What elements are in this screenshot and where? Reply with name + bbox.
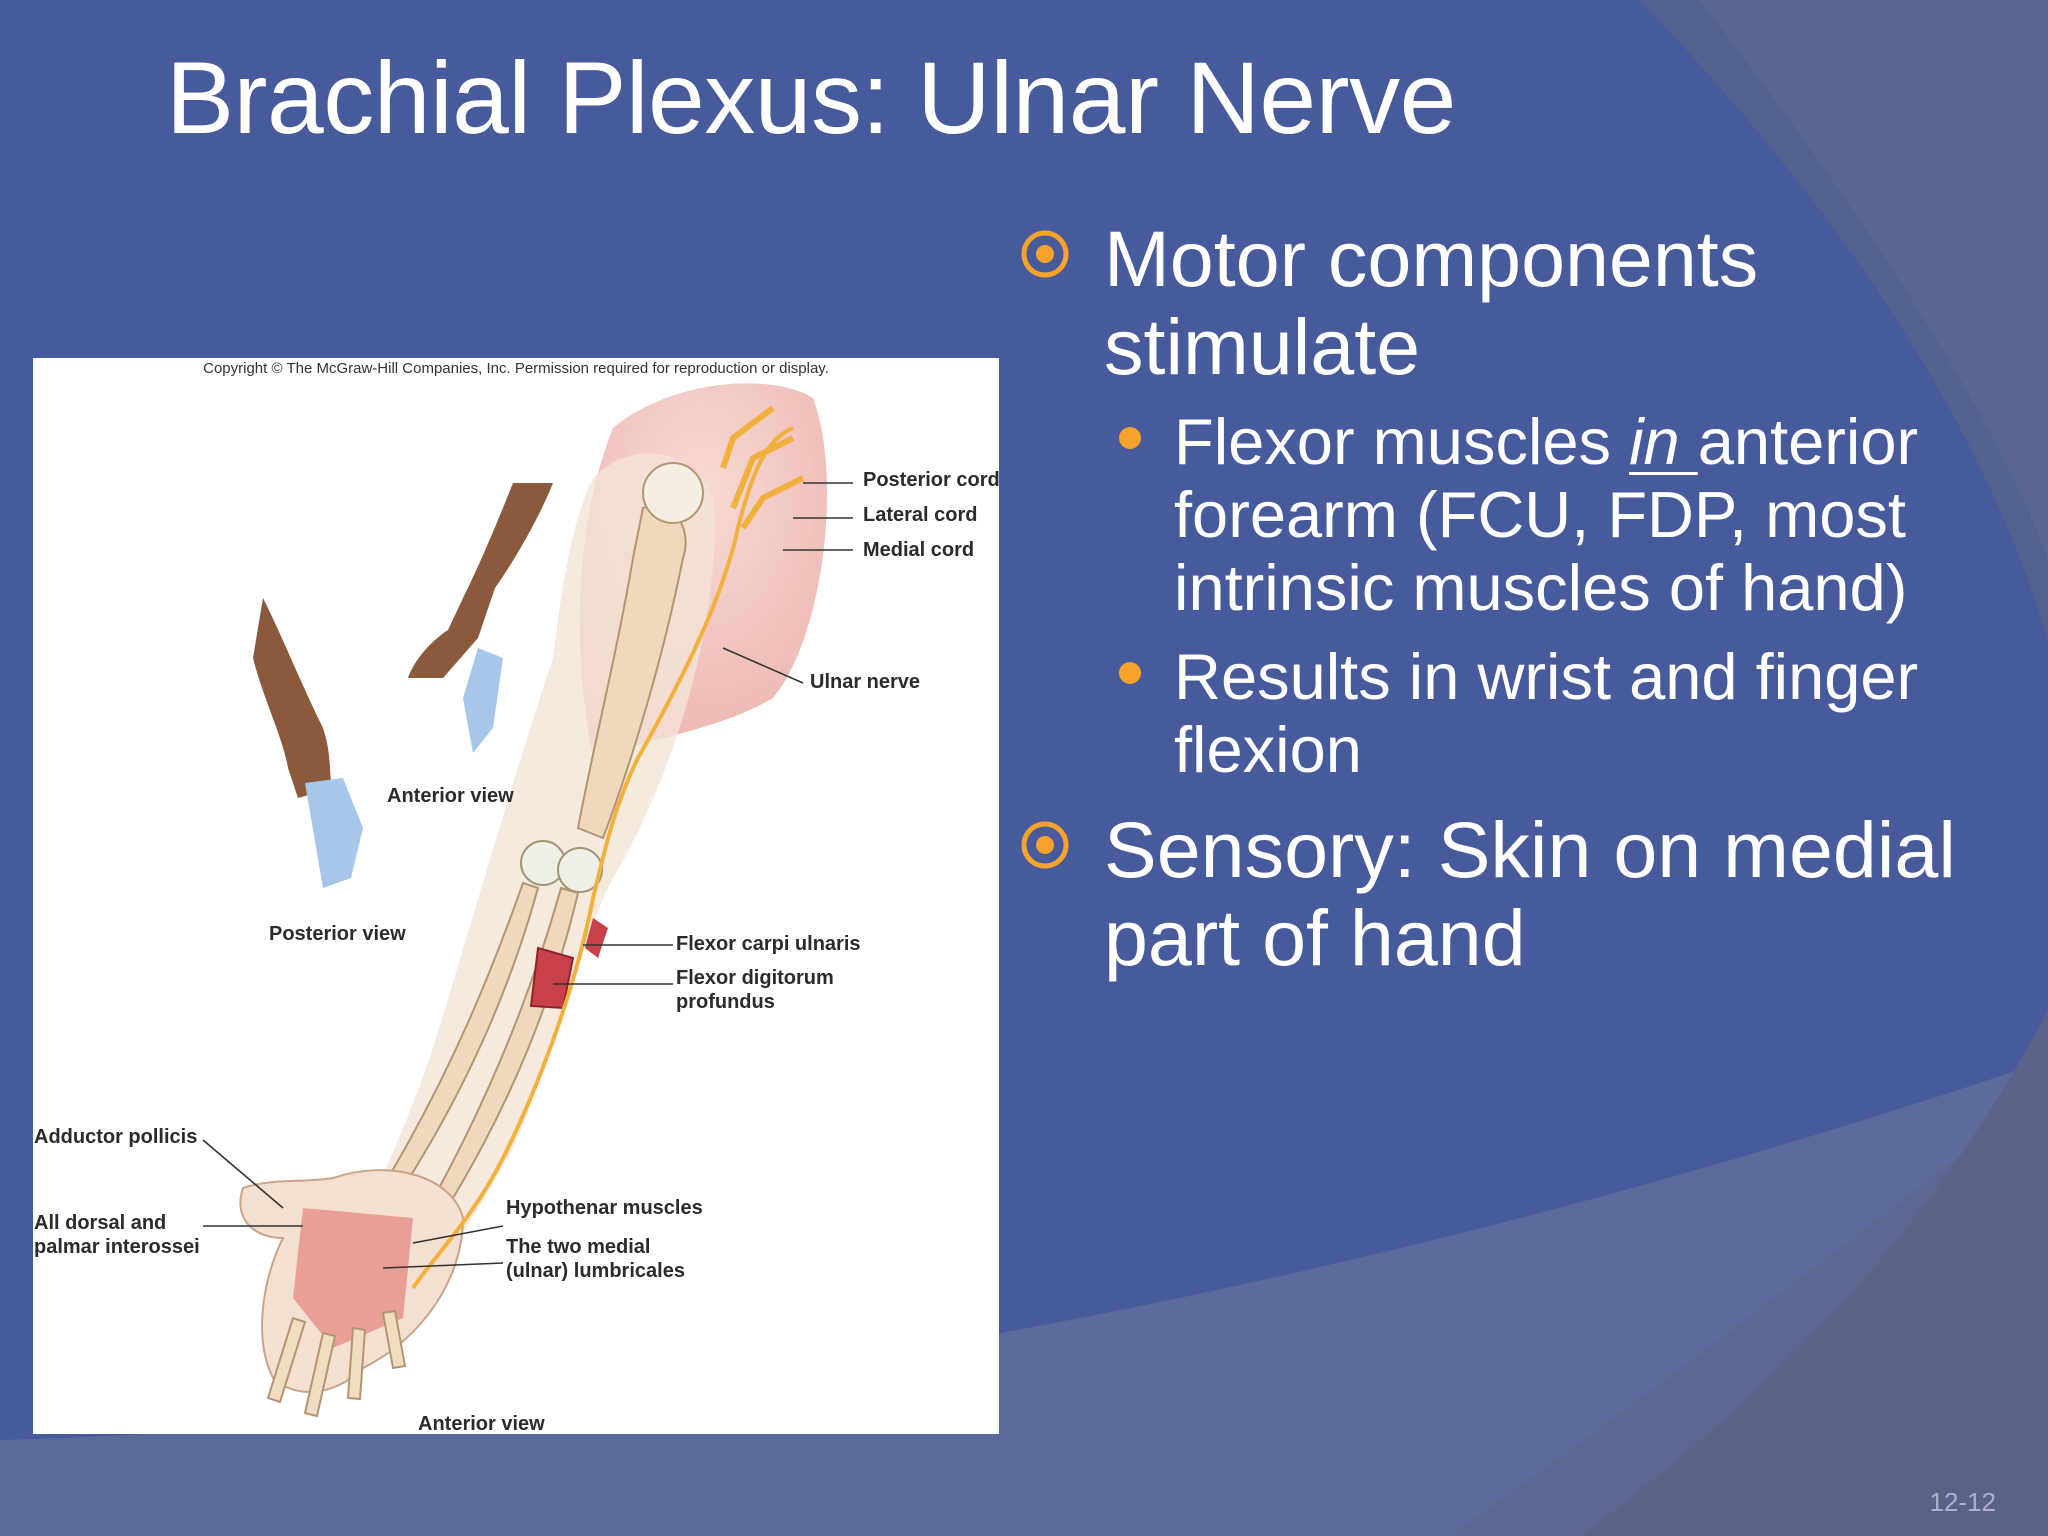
sub-bullet-flexor-post: anterior forearm (FCU, FDP, most intrins… bbox=[1174, 405, 1919, 624]
flexor-carpi-muscle bbox=[585, 918, 608, 958]
target-bullet-icon bbox=[1021, 230, 1069, 278]
bullet-sensory-text: Sensory: Skin on medial part of hand bbox=[1104, 805, 1956, 982]
label-medial-cord: Medial cord bbox=[863, 539, 975, 561]
finger-bones bbox=[266, 1309, 407, 1418]
target-bullet-icon bbox=[1021, 821, 1069, 869]
sub-bullet-results: Results in wrist and finger flexion bbox=[1020, 640, 2020, 786]
slide-title: Brachial Plexus: Ulnar Nerve bbox=[166, 41, 1456, 155]
dot-bullet-icon bbox=[1119, 662, 1141, 684]
posterior-view-arm bbox=[253, 598, 333, 798]
label-anterior-view-bottom: Anterior view bbox=[418, 1413, 545, 1434]
sub-bullet-flexor-pre: Flexor muscles bbox=[1174, 405, 1630, 478]
bullet-sensory: Sensory: Skin on medial part of hand bbox=[1020, 806, 2020, 982]
anterior-view-hand-zone bbox=[463, 648, 503, 753]
humeral-head bbox=[642, 462, 704, 524]
label-lumbricales-line2: (ulnar) lumbricales bbox=[506, 1260, 685, 1282]
bullet-motor: Motor components stimulate bbox=[1020, 215, 2020, 391]
label-flexor-carpi-ulnaris: Flexor carpi ulnaris bbox=[676, 933, 861, 955]
sub-bullet-results-text: Results in wrist and finger flexion bbox=[1174, 640, 1919, 786]
anterior-view-arm bbox=[408, 483, 553, 678]
anatomy-illustration bbox=[202, 383, 853, 1418]
label-lumbricales-line1: The two medial bbox=[506, 1236, 651, 1258]
brachial-plexus-cords bbox=[720, 405, 805, 530]
elbow-right bbox=[557, 847, 603, 893]
label-posterior-view: Posterior view bbox=[269, 923, 406, 945]
label-hypothenar-muscles: Hypothenar muscles bbox=[506, 1197, 703, 1219]
slide-number: 12-12 bbox=[1929, 1487, 1997, 1517]
label-interossei-line2: palmar interossei bbox=[34, 1236, 200, 1258]
ulnar-nerve-path bbox=[411, 426, 794, 1290]
label-flexor-digitorum-line1: Flexor digitorum bbox=[676, 967, 834, 989]
label-posterior-cord: Posterior cord bbox=[863, 469, 999, 491]
label-flexor-digitorum-line2: profundus bbox=[676, 991, 775, 1013]
label-interossei-line1: All dorsal and bbox=[34, 1212, 167, 1234]
posterior-view-hand-zone bbox=[305, 778, 363, 888]
sub-bullet-flexor-em: in bbox=[1629, 405, 1698, 478]
label-ulnar-nerve: Ulnar nerve bbox=[810, 671, 921, 693]
label-lateral-cord: Lateral cord bbox=[863, 504, 978, 526]
sub-bullet-flexor-muscles: Flexor muscles in anterior forearm (FCU,… bbox=[1020, 405, 2020, 624]
dot-bullet-icon bbox=[1119, 427, 1141, 449]
humerus-bone bbox=[576, 505, 687, 840]
leader-lines bbox=[202, 482, 853, 1269]
label-adductor-pollicis: Adductor pollicis bbox=[34, 1126, 198, 1148]
label-anterior-view-top: Anterior view bbox=[387, 785, 514, 807]
copyright-notice: Copyright © The McGraw-Hill Companies, I… bbox=[203, 360, 829, 377]
bullet-motor-text: Motor components stimulate bbox=[1104, 214, 1759, 391]
ulnar-nerve-figure: Copyright © The McGraw-Hill Companies, I… bbox=[33, 358, 999, 1434]
bullet-list: Motor components stimulate Flexor muscle… bbox=[1020, 215, 2020, 982]
